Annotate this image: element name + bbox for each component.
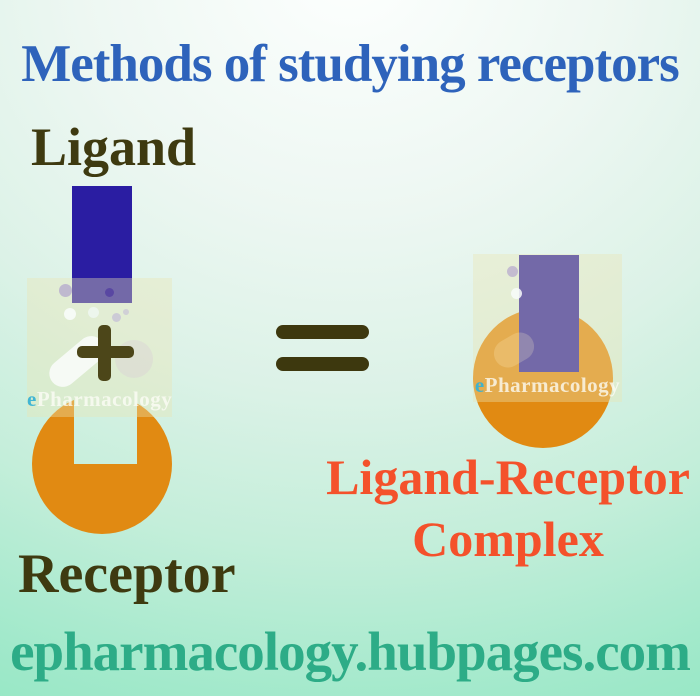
bubble-icon: [112, 313, 121, 322]
watermark-text: ePharmacology: [473, 373, 622, 398]
bubble-icon: [511, 288, 522, 299]
plus-icon: [77, 346, 134, 358]
page-title: Methods of studying receptors: [21, 35, 680, 93]
bubble-icon: [64, 308, 76, 320]
watermark-text: ePharmacology: [27, 387, 172, 412]
bubble-icon: [507, 266, 518, 277]
bubble-icon: [123, 309, 129, 315]
watermark-rest: Pharmacology: [36, 387, 173, 411]
ligand-label: Ligand: [31, 117, 197, 177]
complex-label-line1: Ligand-Receptor: [326, 449, 690, 505]
bubble-icon: [88, 307, 99, 318]
receptor-label: Receptor: [18, 543, 236, 605]
watermark-prefix: e: [27, 387, 37, 411]
equals-icon: [276, 325, 369, 339]
bubble-icon: [105, 288, 114, 297]
footer-url: epharmacology.hubpages.com: [10, 621, 691, 682]
complex-ligand-shape-icon: [519, 255, 579, 372]
watermark-rest: Pharmacology: [484, 373, 621, 397]
ligand-shape-icon: [72, 186, 132, 303]
bubble-icon: [59, 284, 72, 297]
receptor-shape-icon: [32, 394, 172, 534]
complex-label-line2: Complex: [412, 511, 604, 567]
watermark-prefix: e: [474, 373, 485, 397]
watermark-box-right: ePharmacology: [473, 254, 622, 402]
capsule-icon: [488, 327, 540, 373]
complex-label: Ligand-Receptor Complex: [320, 446, 696, 570]
equals-icon: [276, 357, 369, 371]
